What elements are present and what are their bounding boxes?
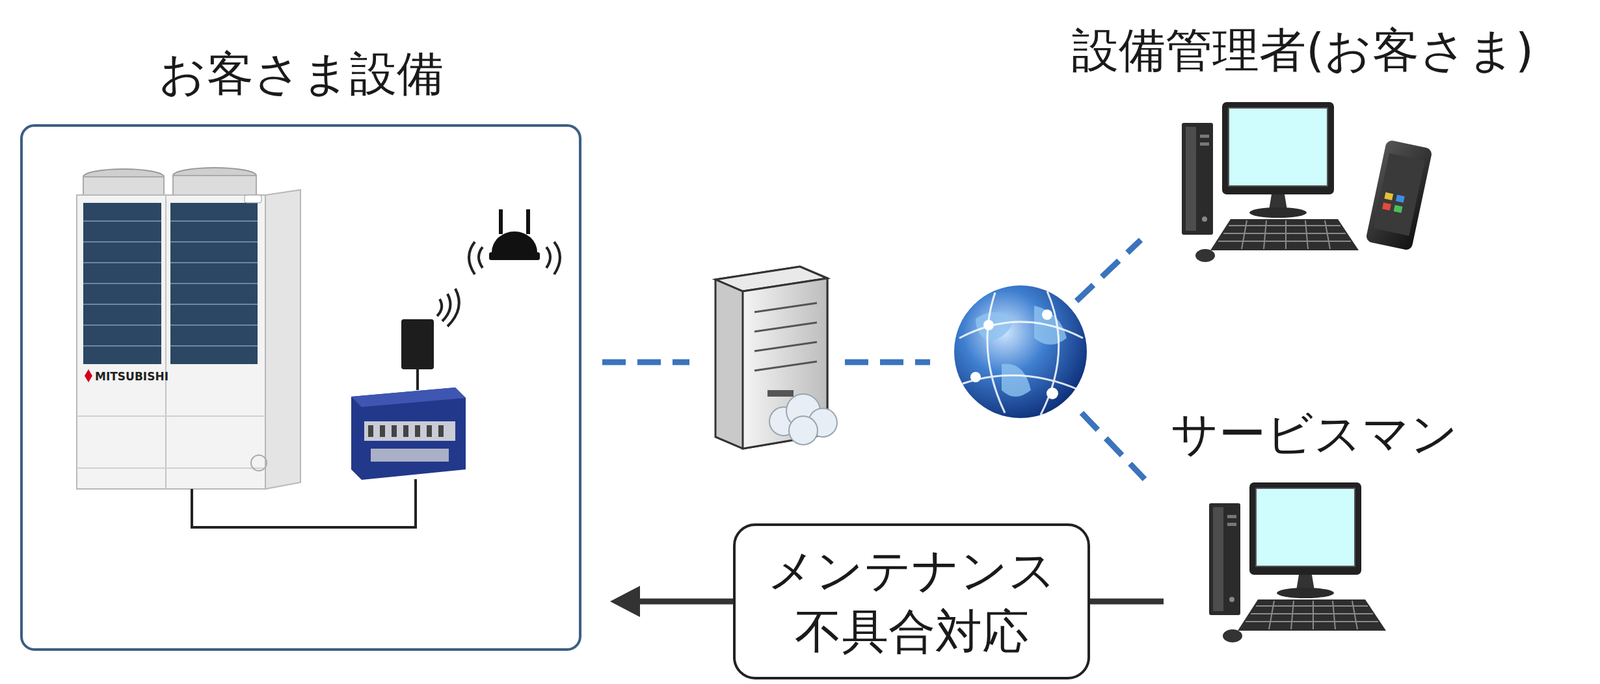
flow-arrow	[636, 601, 734, 603]
role-label: 設備管理者(お客さま)	[1071, 19, 1534, 82]
box-text: メンテナンス 不具合対応	[752, 540, 1071, 663]
logo-text: MITSUBISHI	[94, 370, 169, 384]
role-label: サービスマン	[1170, 403, 1459, 466]
equipment-box: お客さま設備	[20, 124, 582, 652]
arrow-head	[610, 586, 640, 618]
action-box: メンテナンス 不具合対応	[733, 523, 1091, 680]
box-heading: お客さま設備	[22, 43, 579, 105]
